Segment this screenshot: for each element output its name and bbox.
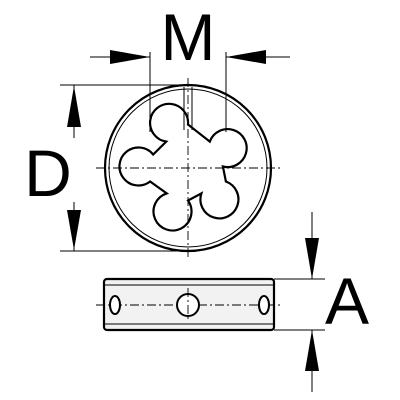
side-hole-right bbox=[258, 295, 270, 315]
round-die-side-view bbox=[96, 277, 282, 332]
die-thread-profile bbox=[118, 102, 248, 232]
a-label: A bbox=[325, 264, 369, 338]
dimension-m: M bbox=[90, 0, 290, 132]
dimension-a: A bbox=[274, 212, 369, 392]
d-arrow-bottom bbox=[67, 210, 81, 250]
dimension-d: D bbox=[18, 84, 188, 252]
m-arrow-left bbox=[110, 50, 150, 64]
d-label-background bbox=[18, 138, 90, 202]
m-arrow-right bbox=[226, 50, 266, 64]
die-split-slot bbox=[183, 87, 193, 130]
a-arrow-top bbox=[305, 238, 319, 279]
m-label: M bbox=[161, 0, 216, 74]
side-hole-left bbox=[109, 295, 121, 315]
round-die-top-view bbox=[96, 78, 280, 260]
d-arrow-top bbox=[67, 86, 81, 127]
d-label: D bbox=[24, 136, 72, 210]
a-arrow-bottom bbox=[305, 330, 319, 371]
